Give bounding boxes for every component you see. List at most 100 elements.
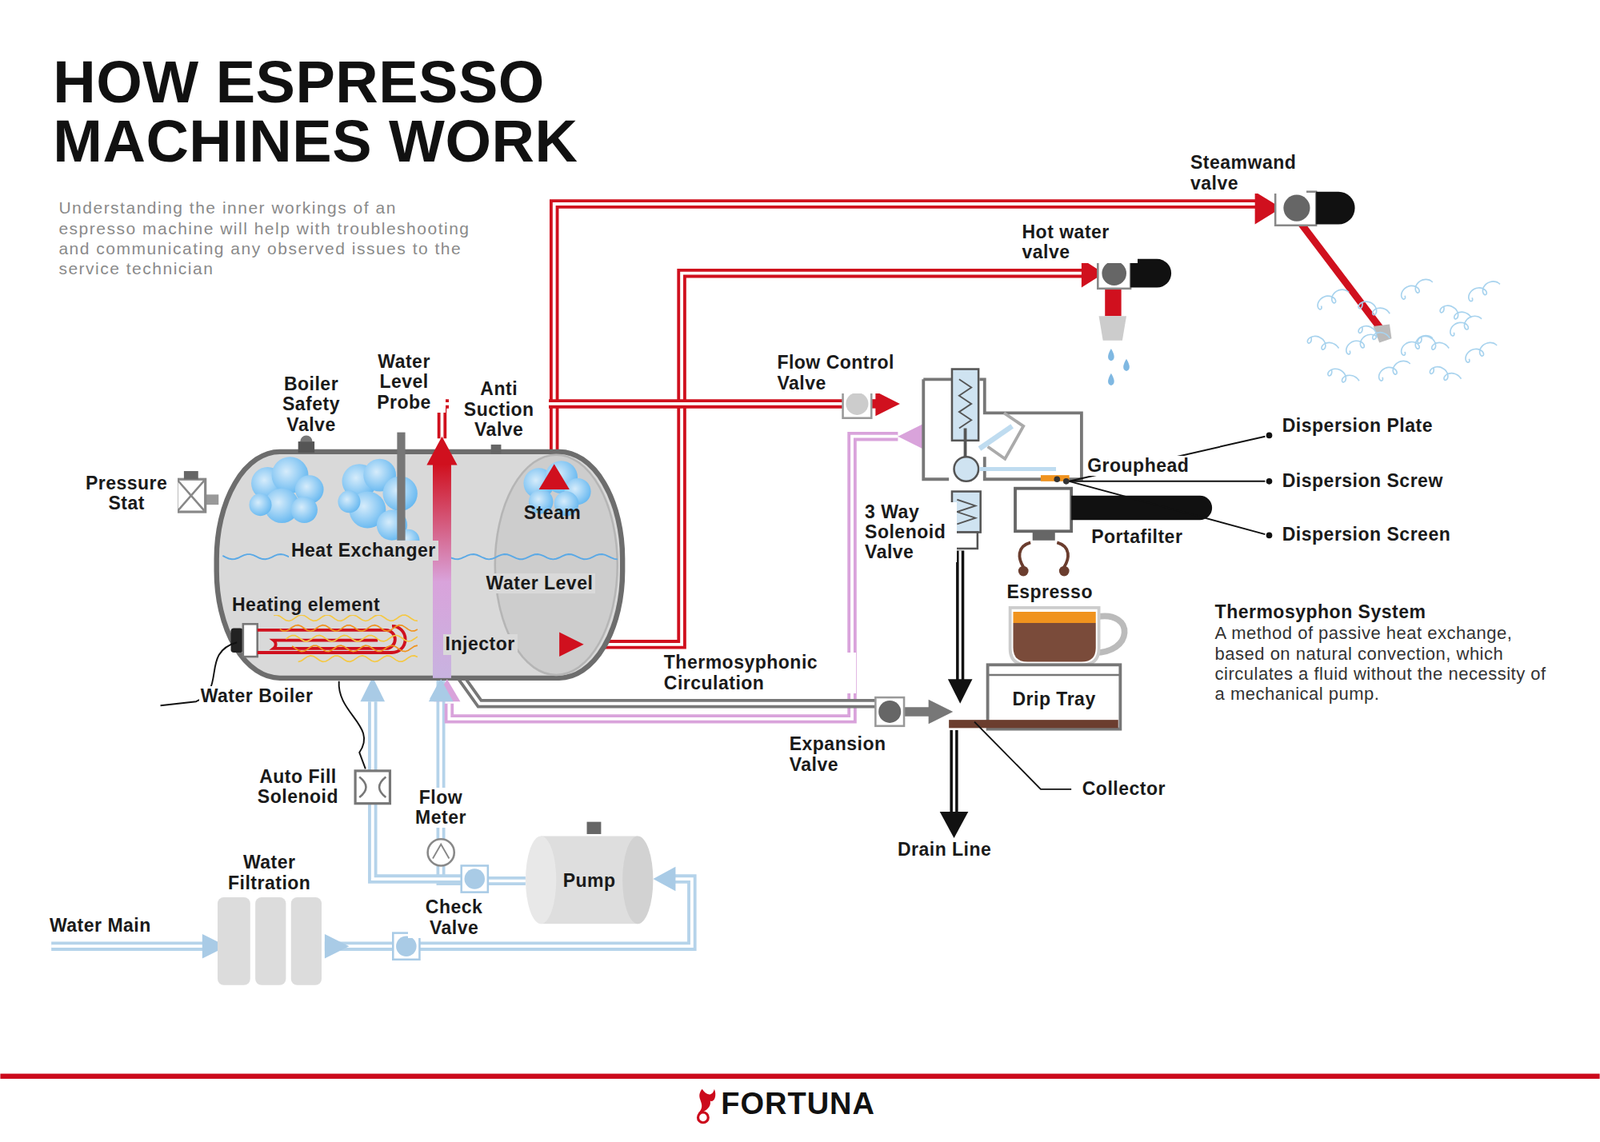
tray-node: Drip Tray (988, 677, 1121, 723)
part-label: Collector (1080, 779, 1168, 800)
steamwand-valve (1283, 195, 1310, 222)
flow-meter (428, 839, 455, 866)
flow-control-valve (843, 389, 872, 419)
part-label: 3 Way Solenoid Valve (863, 502, 957, 564)
boiler (216, 452, 623, 679)
hot-water-valve (1104, 288, 1121, 317)
heat-wave (285, 635, 417, 642)
steam-spray (1307, 279, 1500, 383)
steam-spray (1307, 336, 1339, 350)
boiler (396, 432, 405, 541)
portafilter (1019, 542, 1068, 568)
grouphead (1053, 476, 1060, 483)
hot-pipe (554, 204, 1260, 472)
hot-water-valve (1108, 348, 1115, 361)
part-label: Water Boiler (199, 686, 316, 707)
title: HOW ESPRESSO MACHINES WORK (52, 52, 665, 172)
heat-wave (273, 615, 418, 622)
hot-pipe (441, 192, 1281, 645)
portafilter (1032, 532, 1056, 541)
drain-pipe (948, 679, 973, 704)
portafilter (1071, 496, 1212, 521)
grouphead (988, 412, 1024, 459)
steam-spray (1440, 305, 1472, 320)
subtitle: Understanding the inner workings of an e… (56, 197, 480, 279)
grouphead (956, 500, 976, 525)
pump-body (587, 822, 602, 835)
heat-wave (298, 656, 418, 663)
heat-wave (273, 615, 418, 663)
steam-spray (1358, 326, 1390, 340)
brand-logo (698, 1112, 709, 1124)
drip-tray (948, 664, 1120, 729)
node-text: Drip Tray (1012, 689, 1096, 710)
steam-spray (1328, 368, 1360, 383)
hot-water-valve (1101, 260, 1127, 286)
grouphead (954, 456, 980, 482)
steam-bubble (249, 456, 592, 552)
auto-fill-solenoid (355, 771, 390, 804)
brand-logo (698, 1089, 716, 1115)
boiler (491, 444, 502, 454)
espresso-cup (1010, 608, 1125, 665)
node-text: Injector (443, 634, 518, 655)
expansion-pipe (903, 707, 931, 716)
part-label: Hot water valve (1020, 222, 1139, 264)
part-label: Water Filtration (216, 852, 323, 894)
check-valve (396, 936, 416, 957)
boiler (184, 471, 199, 480)
check-valve (461, 865, 488, 892)
grouphead (979, 467, 1056, 472)
leader-line (974, 722, 1072, 790)
hot-water-valve (1097, 258, 1172, 386)
flow-meter (428, 839, 455, 866)
part-label: Thermosyphonic Circulation (662, 652, 856, 694)
boiler-node: Heat ExchangerSteamWater LevelHeating el… (216, 452, 623, 679)
portafilter (1015, 488, 1212, 577)
part-label: Dispersion Screw (1280, 471, 1445, 492)
part-label: Water Main (48, 916, 153, 936)
hot-water-valve (1099, 316, 1127, 341)
leader-dot (1266, 532, 1273, 540)
steam-spray (1317, 289, 1349, 310)
water-filter (291, 897, 322, 986)
pump-body (622, 836, 653, 925)
portafilter (1059, 566, 1070, 577)
steam-spray (1379, 360, 1411, 381)
drain-pipe (940, 551, 973, 840)
part-label: Expansion Valve (788, 734, 900, 776)
part-label: Dispersion Screen (1280, 524, 1452, 545)
part-label: FORTUNA (719, 1088, 877, 1122)
part-label: Pressure Stat (75, 473, 178, 515)
espresso-cup (1012, 623, 1096, 662)
boiler (559, 632, 584, 658)
boiler (176, 432, 623, 703)
boiler (298, 441, 315, 453)
node-text: Heat Exchanger (288, 540, 439, 561)
steam-spray (1358, 301, 1390, 316)
pump-body (525, 836, 556, 925)
heating-element (231, 628, 244, 653)
leader-line (1069, 481, 1266, 535)
note-text: A method of passive heat exchange, based… (1213, 623, 1551, 704)
leader-dot (1266, 432, 1273, 440)
hot-water-valve (1123, 359, 1130, 372)
steamwand-valve (1297, 219, 1380, 328)
boiler (176, 479, 206, 512)
hot-pipe (875, 392, 900, 417)
grouphead (1063, 478, 1070, 485)
water-filter (217, 897, 251, 986)
heat-wave (280, 625, 418, 632)
leader-line (1069, 436, 1266, 482)
boiler (176, 479, 206, 512)
steam-spray (1450, 316, 1482, 336)
water-pipe (51, 944, 204, 948)
boiler-leader (160, 642, 366, 769)
node-text: Water Level (484, 573, 596, 594)
hot-water-valve (1108, 373, 1115, 386)
boiler (426, 436, 457, 466)
heating-element (243, 624, 258, 657)
pump-body (525, 822, 653, 925)
part-label: Water Level Probe (362, 352, 447, 413)
